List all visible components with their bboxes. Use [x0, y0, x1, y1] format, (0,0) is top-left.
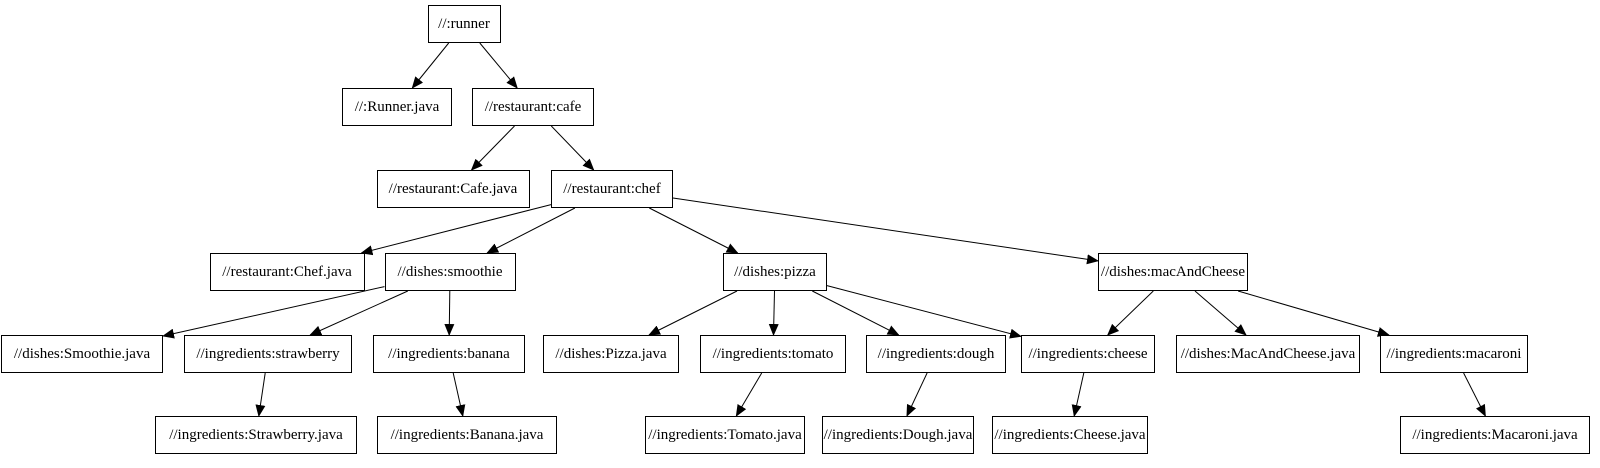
graph-node-chef-java: //restaurant:Chef.java	[209, 253, 365, 291]
graph-node-smoothie: //dishes:smoothie	[384, 253, 516, 291]
graph-node-mac-and-cheese-java: //dishes:MacAndCheese.java	[1176, 335, 1360, 373]
graph-node-tomato-java: //ingredients:Tomato.java	[645, 416, 805, 454]
edge-cafe-to-chef	[550, 125, 595, 171]
graph-node-pizza-java: //dishes:Pizza.java	[543, 335, 679, 373]
graph-node-strawberry: //ingredients:strawberry	[184, 335, 352, 373]
graph-node-macaroni-java: //ingredients:Macaroni.java	[1400, 416, 1590, 454]
graph-node-mac-and-cheese: //dishes:macAndCheese	[1098, 253, 1248, 291]
edge-smoothie-to-smoothie-java	[162, 286, 385, 339]
edge-mac-and-cheese-to-mac-and-cheese-java	[1194, 290, 1247, 336]
graph-node-cheese-java: //ingredients:Cheese.java	[992, 416, 1148, 454]
edge-chef-to-mac-and-cheese	[672, 197, 1099, 265]
edge-runner-to-runner-java	[411, 42, 450, 89]
graph-node-dough: //ingredients:dough	[866, 335, 1006, 373]
edge-smoothie-to-banana	[444, 290, 455, 336]
graph-node-runner-java: //:Runner.java	[342, 88, 452, 126]
graph-node-banana-java: //ingredients:Banana.java	[377, 416, 557, 454]
graph-node-dough-java: //ingredients:Dough.java	[822, 416, 974, 454]
graph-node-pizza: //dishes:pizza	[723, 253, 827, 291]
graph-node-runner: //:runner	[427, 5, 501, 43]
edge-cafe-to-cafe-java	[470, 125, 515, 171]
edge-mac-and-cheese-to-cheese	[1106, 290, 1154, 336]
edge-runner-to-cafe	[479, 42, 518, 89]
edge-pizza-to-tomato	[768, 290, 779, 336]
graph-node-cafe-java: //restaurant:Cafe.java	[376, 170, 530, 208]
graph-node-banana: //ingredients:banana	[373, 335, 525, 373]
edge-cheese-to-cheese-java	[1071, 372, 1085, 417]
graph-node-strawberry-java: //ingredients:Strawberry.java	[155, 416, 357, 454]
edge-chef-to-chef-java	[360, 204, 552, 256]
edge-pizza-to-pizza-java	[648, 290, 738, 336]
edge-banana-to-banana-java	[452, 372, 466, 417]
edge-pizza-to-cheese	[826, 285, 1022, 339]
edge-chef-to-smoothie	[486, 207, 576, 254]
edge-macaroni-to-macaroni-java	[1463, 372, 1486, 417]
graph-node-chef: //restaurant:chef	[551, 170, 673, 208]
edge-tomato-to-tomato-java	[735, 372, 763, 417]
edge-pizza-to-dough	[812, 290, 900, 336]
graph-node-macaroni: //ingredients:macaroni	[1380, 335, 1528, 373]
edge-strawberry-to-strawberry-java	[255, 372, 266, 417]
edge-mac-and-cheese-to-macaroni	[1237, 290, 1390, 337]
edge-dough-to-dough-java	[906, 372, 928, 417]
graph-node-cheese: //ingredients:cheese	[1021, 335, 1155, 373]
graph-node-tomato: //ingredients:tomato	[700, 335, 846, 373]
graph-node-cafe: //restaurant:cafe	[472, 88, 594, 126]
edge-smoothie-to-strawberry	[309, 290, 409, 336]
graph-node-smoothie-java: //dishes:Smoothie.java	[1, 335, 163, 373]
edge-chef-to-pizza	[649, 207, 739, 254]
